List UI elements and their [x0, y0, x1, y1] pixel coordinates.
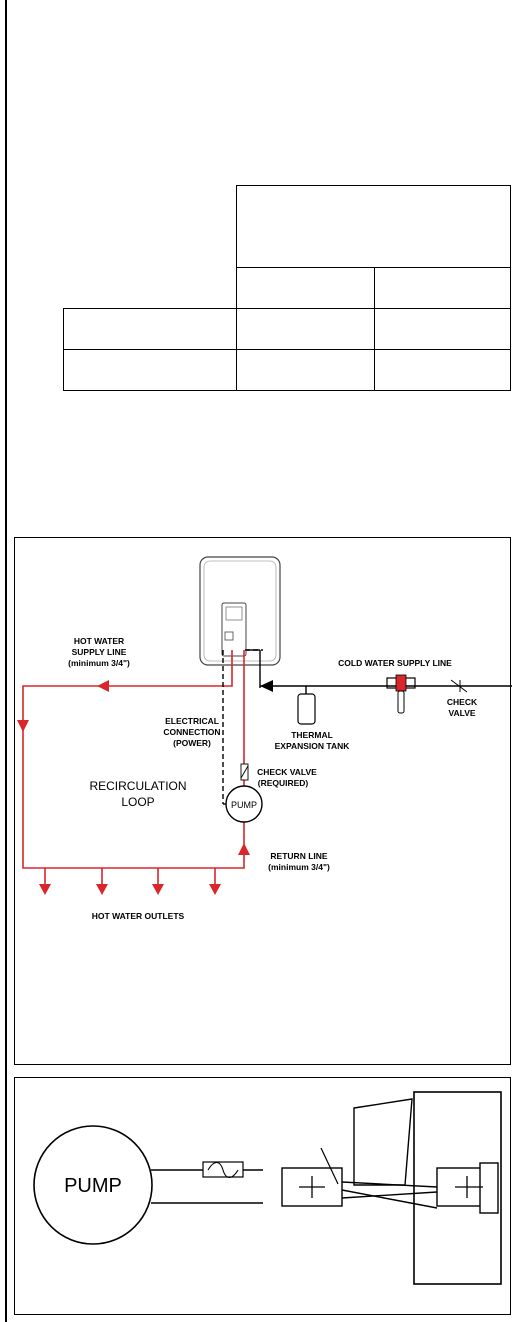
return-line-label-2: (minimum 3/4") [268, 862, 330, 872]
table-row [63, 307, 511, 350]
thermal-tank-label-1: THERMAL [291, 730, 333, 740]
thermal-expansion-tank-icon [297, 686, 316, 725]
spec-row-cell [373, 307, 511, 350]
recirculation-diagram: HOT WATER SUPPLY LINE (minimum 3/4") COL… [17, 556, 512, 921]
spec-table [63, 185, 511, 391]
pump-circle-icon [33, 1125, 153, 1245]
recirculation-diagram-panel: HOT WATER SUPPLY LINE (minimum 3/4") COL… [14, 537, 512, 1065]
spec-row-cell [235, 348, 375, 391]
inlet-valve-icon [386, 674, 416, 714]
cord-lines [341, 1181, 438, 1209]
spec-row-cell [235, 307, 375, 350]
spec-row-label [63, 307, 237, 350]
flow-arrows [17, 680, 250, 895]
electrical-label-2: CONNECTION [163, 727, 220, 737]
check-valve-icon [450, 679, 468, 693]
hot-supply-arrow-icon [97, 680, 109, 692]
return-check-valve-icon [240, 763, 249, 781]
outlet-arrow-icon [209, 884, 221, 895]
hot-water-loop [22, 650, 245, 888]
return-up-arrow-icon [238, 843, 250, 855]
cold-supply-label: COLD WATER SUPPLY LINE [338, 658, 452, 668]
check-required-label-1: CHECK VALVE [257, 767, 317, 777]
check-valve-label-1: CHECK [447, 697, 478, 707]
outlet-arrow-icon [39, 884, 51, 895]
pump-wiring-panel: PUMP [14, 1077, 511, 1315]
spec-table-corner [64, 186, 237, 268]
electrical-label-3: (POWER) [173, 738, 211, 748]
receptacle-icon [436, 1162, 499, 1214]
hot-supply-label-1: HOT WATER [74, 636, 124, 646]
spec-row-label [63, 348, 237, 391]
check-required-label-2: (REQUIRED) [258, 778, 309, 788]
outlets-label: HOT WATER OUTLETS [92, 911, 185, 921]
table-row [63, 348, 511, 391]
plug-icon [281, 1167, 343, 1207]
return-line-label-1: RETURN LINE [270, 851, 327, 861]
pointer-line [320, 1147, 339, 1185]
thermal-tank-label-2: EXPANSION TANK [275, 741, 351, 751]
spec-table-group-header [235, 185, 511, 268]
spec-table-corner-2 [64, 268, 237, 309]
cold-water-line [247, 649, 512, 688]
pump-label: PUMP [231, 800, 257, 810]
hot-supply-label-2: SUPPLY LINE [72, 647, 127, 657]
page-left-rule [5, 0, 7, 1322]
pump-icon [225, 785, 263, 823]
outlet-arrow-icon [152, 884, 164, 895]
wiring-pump-label: PUMP [64, 1175, 122, 1197]
pump-wiring-diagram: PUMP [33, 1091, 502, 1285]
recirculation-label-1: RECIRCULATION [89, 779, 186, 793]
water-heater-unit [199, 556, 281, 666]
loop-down-arrow-icon [17, 720, 29, 732]
cold-flow-arrow-icon [260, 680, 273, 692]
recirculation-label-2: LOOP [121, 795, 154, 809]
spec-row-cell [373, 348, 511, 391]
junction-box-icon [353, 1098, 413, 1186]
spec-table-subheader-2 [373, 267, 511, 309]
spec-table-subheader-1 [235, 267, 375, 309]
check-valve-label-2: VALVE [448, 708, 475, 718]
outlet-arrow-icon [96, 884, 108, 895]
hot-supply-label-3: (minimum 3/4") [68, 658, 130, 668]
electrical-label-1: ELECTRICAL [165, 716, 219, 726]
fuse-icon [202, 1161, 244, 1179]
